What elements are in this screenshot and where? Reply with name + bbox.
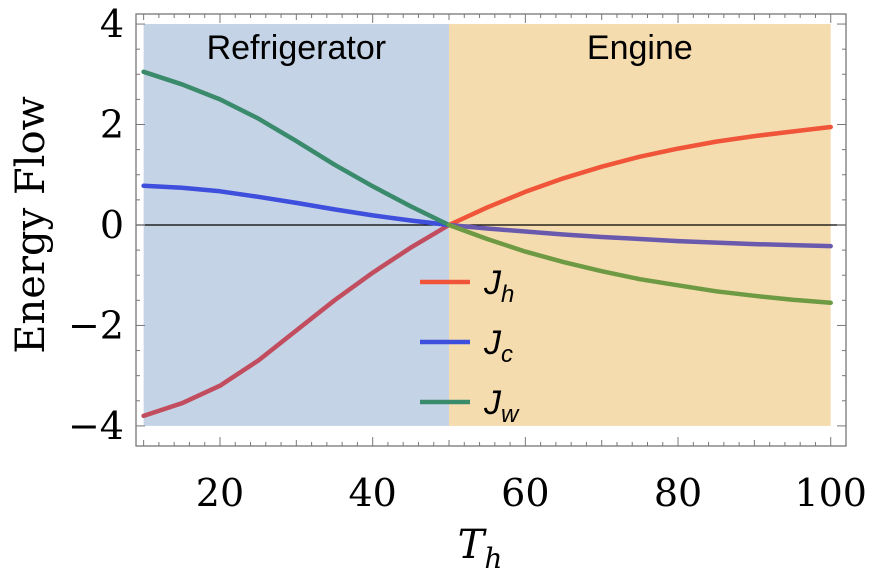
legend-label-main: J bbox=[483, 264, 502, 302]
y-tick-label: 0 bbox=[100, 203, 124, 247]
y-tick-label: 2 bbox=[100, 103, 124, 147]
y-tick-label: −2 bbox=[68, 303, 124, 347]
x-axis-title-main: T bbox=[458, 522, 488, 568]
series-j-c-left bbox=[141, 183, 452, 228]
x-tick-label: 60 bbox=[501, 471, 549, 515]
region-labels-layer: Refrigerator Engine bbox=[207, 29, 693, 67]
legend-label-j-h: Jh bbox=[483, 264, 514, 308]
legend-label-sub: c bbox=[501, 341, 513, 368]
x-tick-label: 80 bbox=[654, 471, 702, 515]
legend-label-main: J bbox=[483, 384, 502, 422]
legend-label-j-c: Jc bbox=[483, 324, 513, 368]
plot-frame-layer bbox=[135, 13, 847, 447]
series-j-h-left bbox=[141, 222, 452, 419]
x-tick-label: 20 bbox=[196, 471, 244, 515]
y-tick-label: 4 bbox=[100, 2, 124, 46]
legend-label-main: J bbox=[483, 324, 502, 362]
series-j-w-left bbox=[141, 69, 452, 228]
plot-frame bbox=[135, 13, 847, 447]
ticks-layer: 20 40 60 80 100 −4 −2 0 2 4 bbox=[68, 2, 867, 515]
series-j-h-right bbox=[446, 124, 833, 228]
x-tick-label: 100 bbox=[794, 471, 867, 515]
y-axis-title: Energy Flow bbox=[8, 96, 54, 354]
y-tick-label: −4 bbox=[68, 404, 124, 448]
x-tick-label: 40 bbox=[348, 471, 396, 515]
region-label-engine: Engine bbox=[587, 29, 693, 67]
series-j-c-right bbox=[446, 222, 833, 249]
legend-label-j-w: Jw bbox=[483, 384, 520, 428]
region-label-refrigerator: Refrigerator bbox=[207, 29, 387, 67]
legend-label-sub: h bbox=[501, 281, 514, 308]
series-layer bbox=[141, 69, 833, 419]
series-j-w-right bbox=[446, 222, 833, 306]
x-axis-title: Th bbox=[458, 522, 503, 575]
legend-label-sub: w bbox=[501, 401, 520, 428]
x-axis-title-sub: h bbox=[484, 542, 502, 575]
